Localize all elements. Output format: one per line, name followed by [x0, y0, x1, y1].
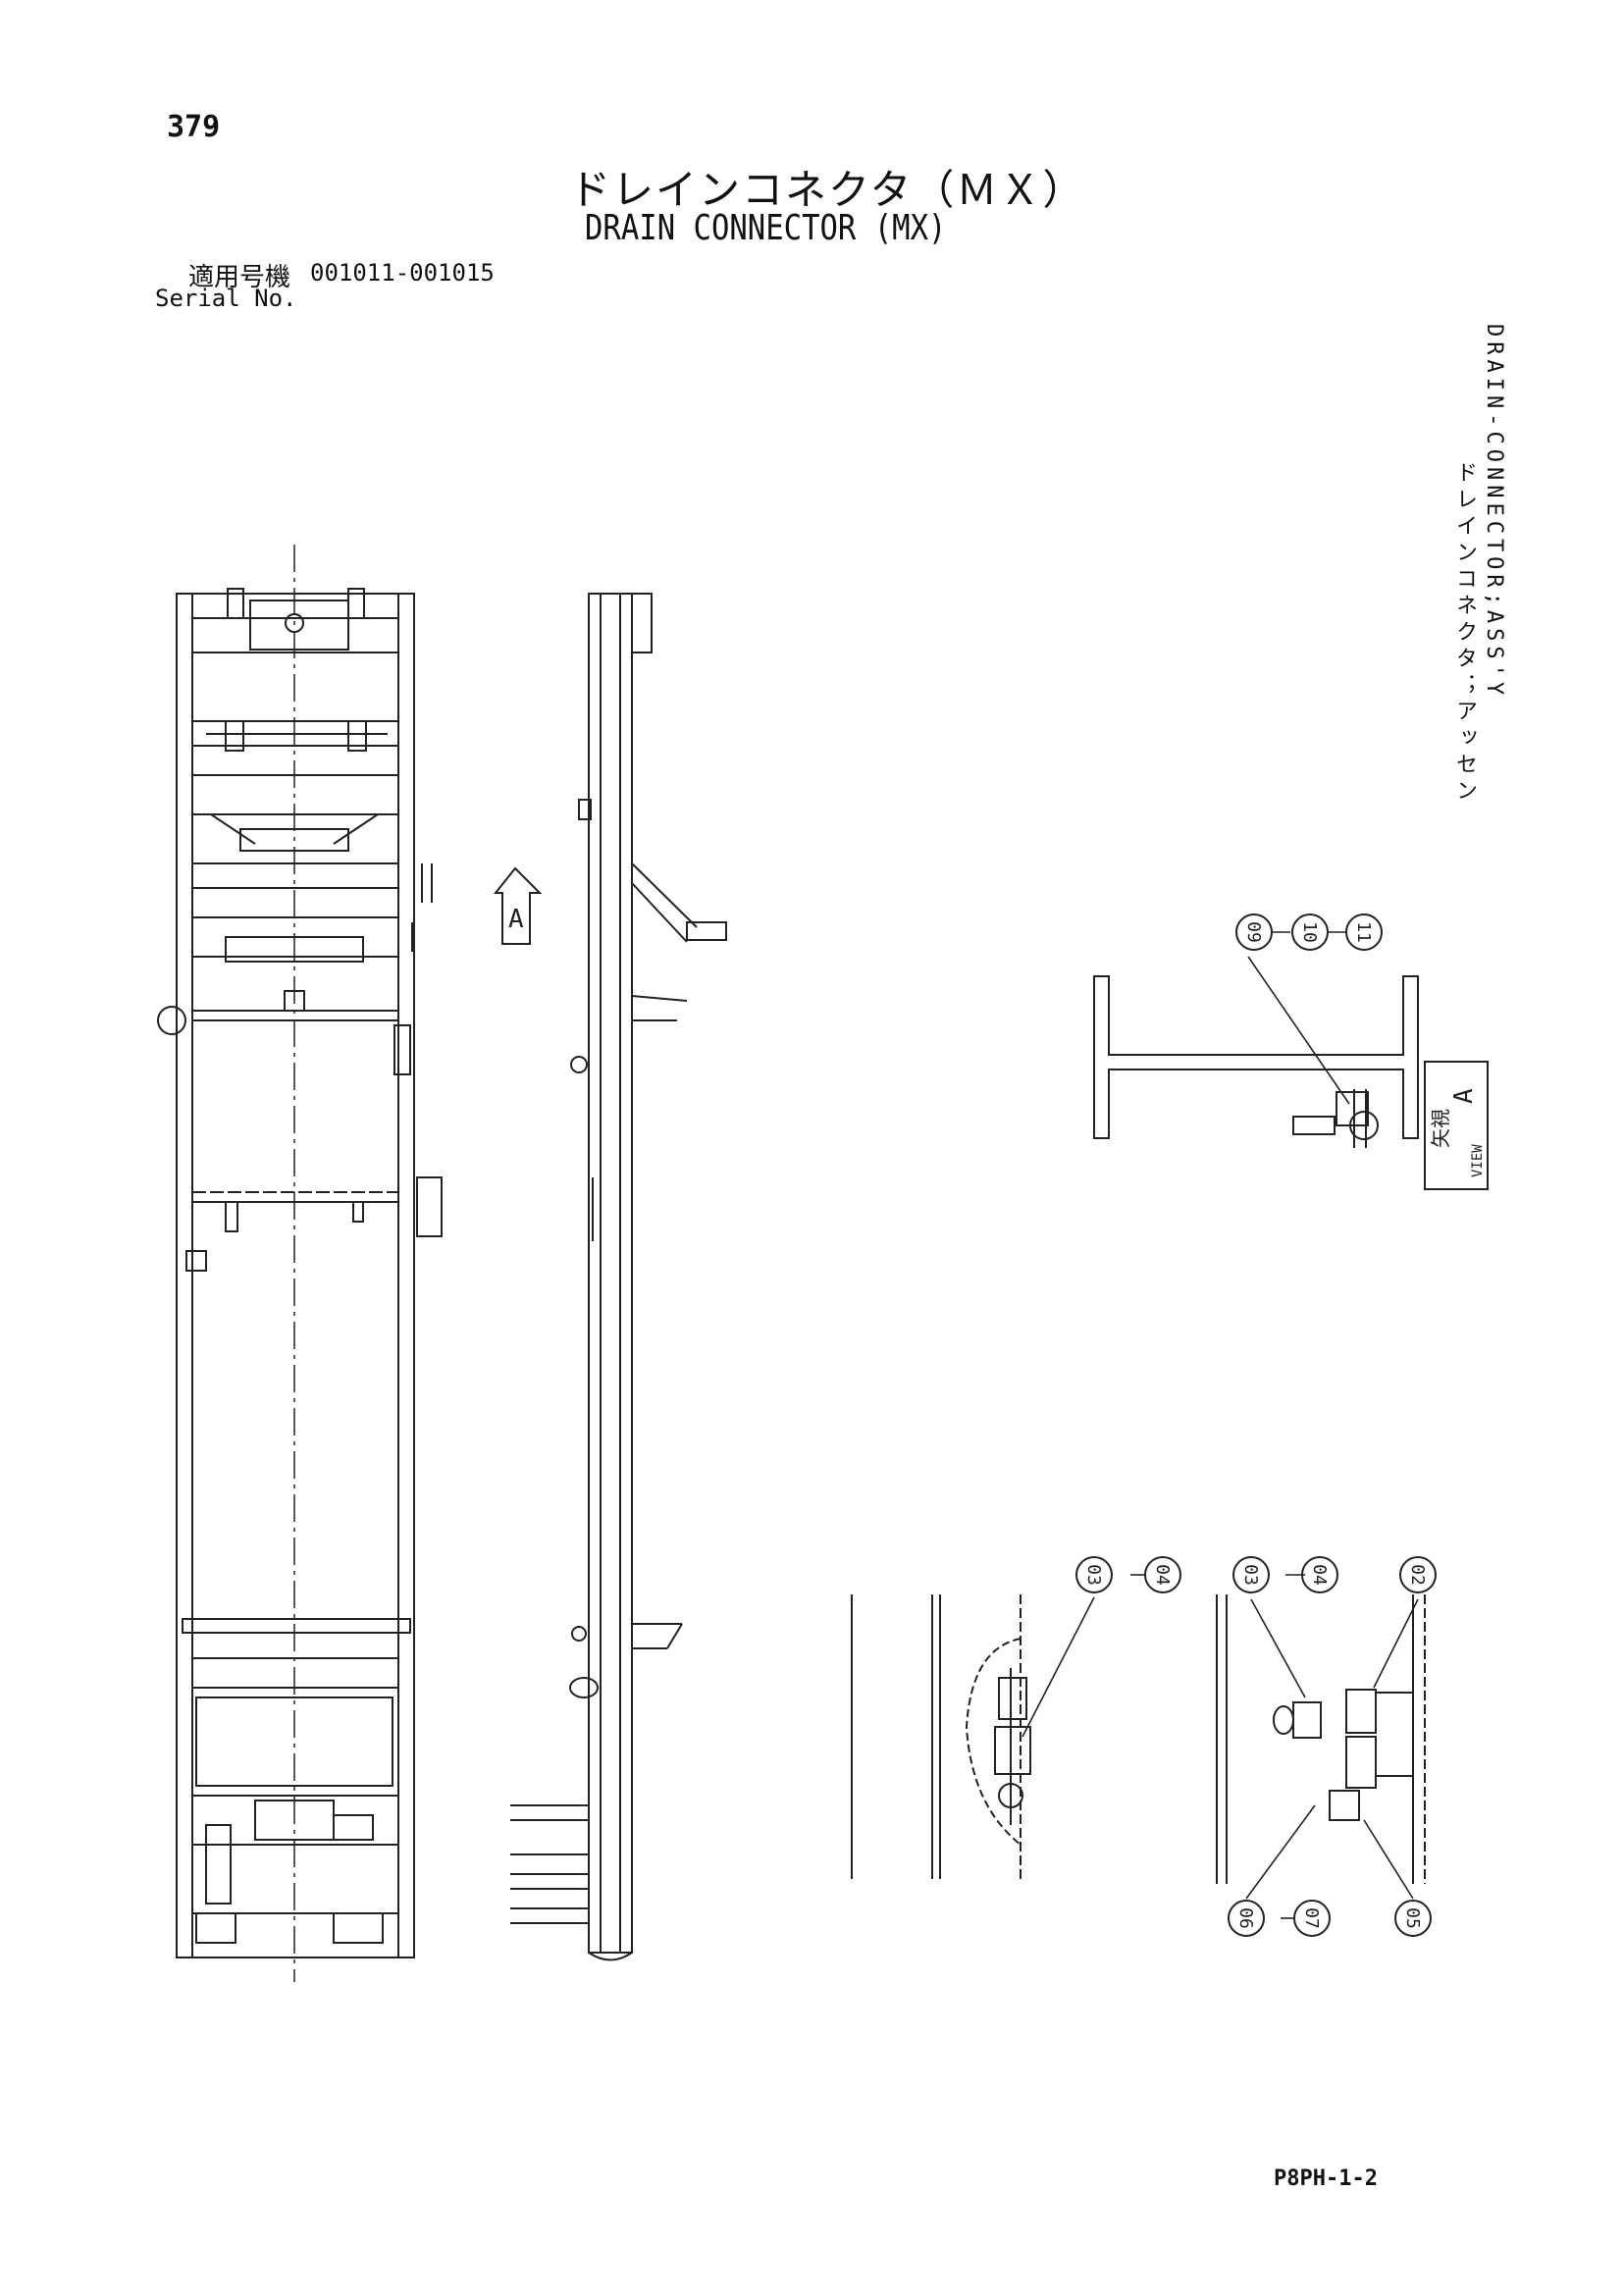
callout-circle [1075, 1556, 1113, 1593]
callout-circle [1301, 1556, 1338, 1593]
callout-09: 09 [1243, 921, 1264, 943]
callout-circle [1235, 913, 1273, 951]
svg-text:A: A [508, 905, 524, 934]
leader-lines [1022, 931, 1419, 1919]
side-label-english: DRAIN-CONNECTOR;ASS'Y [1482, 324, 1506, 701]
callout-circle [1232, 1556, 1270, 1593]
detail-right [1216, 1594, 1426, 1884]
view-arrow-a: A [493, 866, 543, 945]
callout-04-right: 04 [1309, 1564, 1330, 1586]
callout-circle [1399, 1556, 1437, 1593]
title-english: DRAIN CONNECTOR (MX) [585, 208, 947, 248]
callout-circle [1293, 1900, 1331, 1937]
serial-range: 001011-001015 [310, 259, 495, 287]
title-japanese: ドレインコネクタ（ＭＸ） [569, 166, 1086, 214]
callout-circle [1394, 1900, 1432, 1937]
view-label-japanese: 矢視 [1429, 1109, 1452, 1148]
frame-side-view [510, 593, 727, 1961]
callout-10: 10 [1299, 921, 1320, 943]
callout-circle [1228, 1900, 1265, 1937]
callout-02: 02 [1407, 1564, 1428, 1586]
callout-05: 05 [1402, 1907, 1423, 1929]
view-label-english: VIEW [1470, 1144, 1486, 1177]
callout-07: 07 [1301, 1907, 1322, 1929]
callout-circle [1291, 913, 1329, 951]
serial-label-english: Serial No. [155, 285, 297, 312]
callout-06: 06 [1235, 1907, 1256, 1929]
callout-circle [1345, 913, 1383, 951]
serial-label-japanese: 適用号機 [188, 263, 291, 292]
callout-11: 11 [1353, 921, 1374, 943]
view-a-detail [1093, 975, 1489, 1190]
page-number: 379 [167, 110, 221, 144]
footer-code: P8PH-1-2 [1274, 2166, 1378, 2191]
frame-top-view [157, 545, 443, 1982]
callout-circle [1144, 1556, 1181, 1593]
detail-left [851, 1594, 1031, 1879]
view-label-letter: A [1449, 1088, 1479, 1104]
side-label-japanese: ドレインコネクタ；アッセン [1452, 461, 1477, 806]
callout-04-left: 04 [1152, 1564, 1173, 1586]
callout-03-right: 03 [1240, 1564, 1261, 1586]
callout-03-left: 03 [1083, 1564, 1104, 1586]
